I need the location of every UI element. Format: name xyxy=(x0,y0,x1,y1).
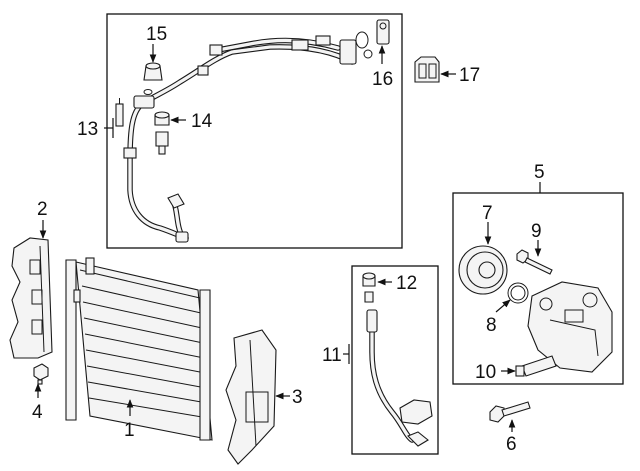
callout-11: 11 xyxy=(322,345,342,366)
hose-group-box xyxy=(106,13,403,249)
air-guide-3 xyxy=(225,329,277,465)
callout-8: 8 xyxy=(486,315,497,336)
bolt-4 xyxy=(33,363,49,385)
clutch-pulley-7 xyxy=(458,245,508,295)
leader-lines xyxy=(34,44,542,432)
connector-block-17 xyxy=(414,56,440,83)
bolt-6 xyxy=(489,401,531,423)
callout-14: 14 xyxy=(191,111,213,132)
suction-discharge-hose-assembly xyxy=(115,35,357,243)
callout-6: 6 xyxy=(506,434,517,455)
callout-17: 17 xyxy=(459,65,480,86)
snap-ring-8 xyxy=(507,282,529,304)
callout-13: 13 xyxy=(77,119,98,140)
callout-12: 12 xyxy=(396,273,417,294)
pressure-valve-10 xyxy=(515,355,557,377)
bolt-9 xyxy=(516,249,553,275)
discharge-line-group-box xyxy=(351,265,439,455)
discharge-line-11 xyxy=(366,309,433,447)
callout-2: 2 xyxy=(37,199,48,220)
callout-9: 9 xyxy=(531,221,542,242)
callout-10: 10 xyxy=(475,362,496,383)
callout-7: 7 xyxy=(482,203,493,224)
callout-15: 15 xyxy=(146,24,167,45)
compressor-body xyxy=(527,281,613,373)
service-cap-14 xyxy=(154,111,170,155)
callout-5: 5 xyxy=(534,162,545,183)
service-cap-15 xyxy=(143,62,163,95)
seal-kit-16 xyxy=(355,19,390,59)
callout-1: 1 xyxy=(124,420,135,441)
condenser-bracket-2 xyxy=(9,237,53,359)
callout-3: 3 xyxy=(292,387,303,408)
service-cap-12 xyxy=(362,272,376,303)
condenser-1 xyxy=(65,257,213,441)
callout-16: 16 xyxy=(372,69,393,90)
compressor-group-box xyxy=(452,192,624,385)
callout-4: 4 xyxy=(32,402,43,423)
